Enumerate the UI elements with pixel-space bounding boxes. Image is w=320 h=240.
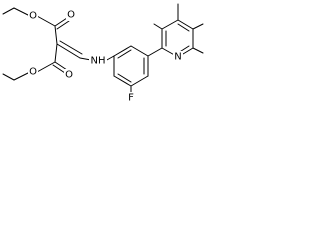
ring-bond-5 (113, 75, 132, 87)
atom-nh: NH (91, 56, 106, 67)
bond-top-carbonyl-1 (54, 17, 68, 27)
chemical-structure-diagram: O O O O NH N F (2, 3, 204, 104)
bond-alpha-vinyl-1 (56, 43, 81, 59)
atom-n-pyridine: N (174, 52, 181, 63)
bond-bottom-ethyl-1 (13, 71, 31, 81)
pyridine-ring (153, 3, 204, 58)
bond-top-c-alpha (54, 25, 58, 45)
ring-inner-bond-c (117, 73, 132, 83)
bottom-ester-group (2, 43, 68, 81)
bond-methyl-bottom (192, 47, 204, 54)
atom-labels: O O O O NH N F (28, 9, 183, 104)
ring-bond-2 (130, 45, 149, 57)
bond-top-o-c (36, 15, 56, 27)
pyr-bond-3 (177, 19, 194, 30)
bond-alpha-bottom-c (54, 43, 58, 63)
ring-bond-4 (130, 75, 149, 87)
bond-ring-pyridine (147, 47, 163, 57)
bond-methyl-right (192, 23, 204, 30)
bond-top-carbonyl-2 (56, 20, 70, 30)
bond-alpha-vinyl-2 (59, 40, 83, 55)
atom-fluorine: F (128, 93, 134, 104)
atom-o-bottom-carbonyl: O (65, 70, 73, 81)
bond-top-ethyl-1 (2, 7, 15, 15)
bond-top-ethyl-2 (13, 7, 31, 17)
pyr-bond-2 (161, 19, 179, 30)
bond-bottom-carbonyl-1 (54, 61, 68, 71)
bond-methyl-top (153, 23, 163, 30)
bond-bottom-ethyl-2 (2, 73, 15, 81)
top-ester-group (2, 7, 70, 45)
ring-bond-1 (113, 45, 132, 57)
fluorophenyl-ring (113, 45, 163, 94)
atom-o-top-carbonyl: O (67, 10, 75, 21)
ring-inner-bond-a (117, 49, 132, 59)
atom-o-bottom-ester: O (29, 67, 37, 78)
pyr-inner-bond-b (177, 23, 190, 32)
bond-bottom-o-c (36, 61, 56, 73)
atom-o-top-ester: O (29, 11, 37, 22)
bond-bottom-carbonyl-2 (52, 64, 66, 74)
